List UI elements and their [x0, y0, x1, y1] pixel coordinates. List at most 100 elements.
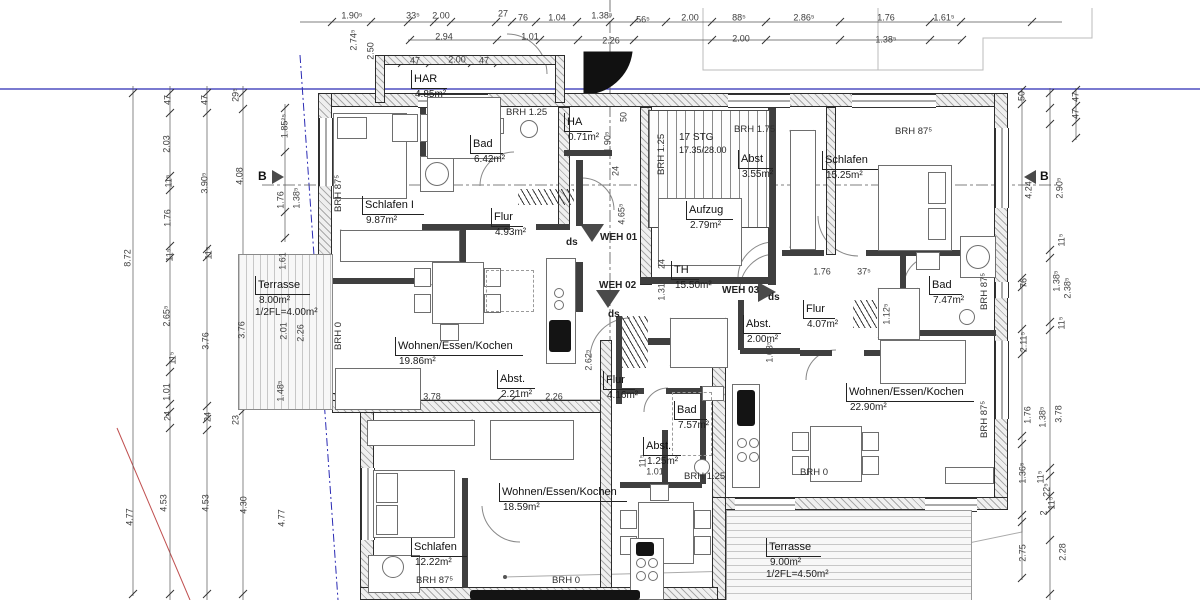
dim-tick — [761, 35, 771, 45]
brh-sill-height-label: BRH 1.75 — [734, 124, 776, 135]
wall-partition — [700, 386, 706, 484]
room-name: Abst. — [643, 437, 682, 456]
ds-marker-label: ds — [566, 237, 578, 248]
dimension-label: 2.90⁵ — [1054, 177, 1065, 199]
dimension-label: 2.00 — [448, 54, 466, 65]
dimension-label: 4.65⁵ — [616, 203, 627, 225]
dimension-label: 3.90⁵ — [199, 172, 210, 194]
wall-partition — [616, 316, 622, 404]
room-name: Schlafen — [411, 538, 467, 557]
dim-tick — [165, 423, 175, 433]
brh-sill-height-label: BRH 0 — [333, 322, 344, 350]
furniture — [916, 252, 940, 270]
dimension-label: 1.01 — [161, 383, 172, 401]
dim-tick — [573, 35, 583, 45]
dimension-label: 47 — [199, 94, 210, 106]
dim-tick — [405, 35, 415, 45]
plan-path — [583, 51, 633, 95]
dimension-label: 4.24 — [1023, 181, 1034, 199]
dim-tick — [1045, 119, 1055, 129]
furniture — [484, 268, 501, 287]
furniture — [414, 268, 431, 287]
fixture-circle — [959, 309, 975, 325]
dimension-label: 11⁵ — [1046, 496, 1057, 510]
terrace-decking — [726, 510, 972, 600]
dimension-label: 3.76 — [200, 332, 211, 350]
furniture — [650, 484, 669, 501]
dimension-label: 1.76 — [162, 209, 173, 227]
wall-partition — [782, 250, 824, 256]
dimension-label: 8.72 — [122, 249, 133, 267]
window — [728, 94, 790, 108]
room-area: 19.86m² — [399, 355, 436, 367]
dim-tick — [661, 17, 671, 27]
wall-partition — [576, 262, 583, 312]
dimension-label: 1.61⁵ — [933, 12, 955, 23]
crossed-box — [427, 97, 501, 159]
room-area: 18.59m² — [503, 501, 540, 513]
furniture — [792, 432, 809, 451]
wall-partition — [662, 430, 668, 484]
dimension-label: 11⁵ — [163, 174, 174, 188]
dimension-label: 24 — [202, 411, 213, 423]
dimension-label: 2.62⁵ — [583, 349, 594, 371]
direction-triangle — [596, 290, 620, 308]
window — [995, 282, 1009, 298]
wall-partition — [462, 478, 468, 588]
plan-path — [817, 215, 859, 257]
dimension-label: 88⁵ — [732, 12, 746, 23]
room-area: 2.00m² — [747, 333, 779, 345]
fixture-circle — [636, 571, 646, 581]
dim-tick — [165, 108, 175, 118]
dim-tick — [128, 88, 138, 98]
furniture — [928, 208, 946, 240]
dim-tick — [165, 589, 175, 599]
plan-path — [643, 387, 669, 413]
wall-partition — [620, 388, 644, 394]
room-area: 2.79m² — [690, 219, 722, 231]
railing-hatch — [518, 189, 574, 205]
dimension-label: 11⁵ — [1035, 470, 1046, 484]
furniture — [620, 510, 637, 529]
room-name: Bad — [470, 135, 503, 154]
dimension-label: 4.08 — [234, 167, 245, 185]
dim-tick — [1045, 589, 1055, 599]
room-name: Wohnen/Essen/Kochen — [846, 383, 974, 402]
room-name: Abst. — [497, 370, 536, 389]
room-area: 9.00m² — [770, 556, 802, 568]
section-marker-label: B — [258, 169, 267, 183]
railing-hatch — [853, 300, 877, 328]
dim-tick — [202, 589, 212, 599]
room-name: Flur — [803, 300, 835, 319]
furniture — [432, 262, 484, 324]
apartment-unit-label: WEH 03 — [722, 285, 760, 296]
dimension-label: 24 — [610, 165, 621, 177]
crossed-box — [790, 130, 816, 250]
dim-tick — [1045, 471, 1055, 481]
room-name: Bad — [674, 401, 707, 420]
dimension-label: 76 — [517, 12, 529, 23]
boundary-dot — [503, 575, 507, 579]
stair-dimensions: 17.35/28.00 — [679, 144, 727, 155]
brh-sill-height-label: BRH 87⁵ — [333, 174, 344, 212]
dimension-label: 2.00 — [732, 33, 750, 44]
dimension-label: 56⁵ — [636, 14, 650, 25]
dimension-label: 11⁵ — [1056, 316, 1067, 330]
dimension-label: 1.48⁵ — [275, 380, 286, 402]
fixture-circle — [737, 438, 747, 448]
room-area: 15.25m² — [826, 169, 863, 181]
dimension-label: 1.01 — [521, 31, 539, 42]
fixture-circle — [648, 558, 658, 568]
dim-tick — [366, 17, 376, 27]
room-area: 8.00m² — [259, 294, 291, 306]
dimension-label: 2.94 — [435, 31, 453, 42]
window — [995, 341, 1009, 419]
dim-tick — [238, 589, 248, 599]
dim-tick — [1045, 463, 1055, 473]
dimension-label: 1.76 — [275, 191, 286, 209]
